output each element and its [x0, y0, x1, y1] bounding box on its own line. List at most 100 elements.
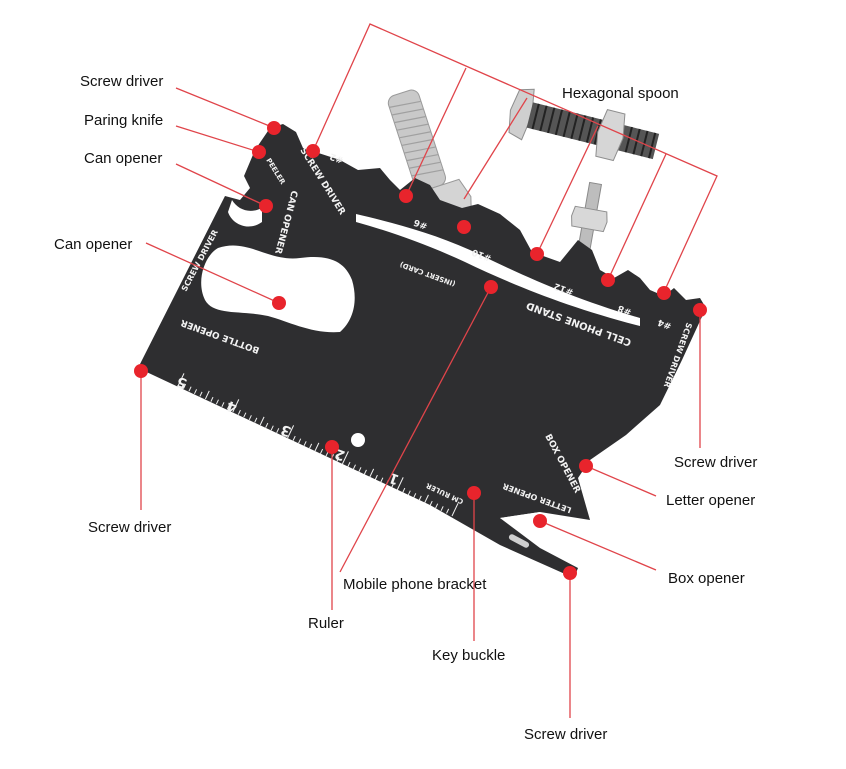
ruler-tick	[177, 373, 185, 387]
dot-wrench-12[interactable]	[530, 247, 544, 261]
leader-hex-12	[536, 125, 599, 255]
dot-mobile-phone-bracket[interactable]	[484, 280, 498, 294]
ruler-tick	[232, 399, 240, 413]
ruler-tick	[320, 448, 324, 454]
dot-ruler[interactable]	[325, 440, 339, 454]
ruler-tick	[237, 409, 241, 415]
ruler-tick	[424, 494, 429, 504]
leader-hex-outer	[312, 23, 718, 293]
wrench-size-8: #8	[617, 302, 633, 316]
ruler-tick	[298, 438, 302, 444]
ruler-tick	[243, 412, 247, 418]
label-screw-driver-right: Screw driver	[674, 454, 758, 471]
leader-screw-driver-top	[175, 87, 273, 128]
label-can-opener-left: Can opener	[54, 236, 133, 253]
ruler-tick	[451, 503, 459, 517]
ruler-tick	[413, 493, 417, 499]
ruler-tick	[363, 469, 367, 475]
dot-screw-driver-bottom[interactable]	[563, 566, 577, 580]
ruler-tick	[446, 508, 450, 514]
label-ruler: Ruler	[308, 615, 344, 632]
leader-hex-10	[463, 97, 528, 200]
ruler-tick	[402, 487, 406, 493]
ruler-tick	[352, 464, 356, 470]
bolt-shaft	[387, 89, 446, 192]
dot-wrench-4[interactable]	[657, 286, 671, 300]
label-mobile-phone-bracket: Mobile phone bracket	[343, 576, 487, 593]
leader-box-opener	[539, 520, 657, 571]
ruler-hole	[351, 433, 365, 447]
leader-lines	[140, 23, 718, 718]
ruler-tick	[210, 396, 214, 402]
dot-paring-knife[interactable]	[252, 145, 266, 159]
ruler-tick	[183, 383, 187, 389]
leader-hex-8	[607, 153, 667, 281]
ruler-tick	[380, 477, 384, 483]
ruler-tick	[221, 402, 225, 408]
letter-opener-slot	[500, 512, 540, 522]
leader-hex-6	[405, 67, 467, 197]
label-can-opener-top: Can opener	[84, 150, 163, 167]
wrench-size-4: #4	[657, 316, 673, 330]
wrench-size-6: #6	[413, 216, 429, 230]
dot-wrench-6[interactable]	[399, 189, 413, 203]
ruler-tick	[193, 389, 198, 395]
ruler-tick	[281, 430, 285, 436]
dot-screw-driver-left[interactable]	[134, 364, 148, 378]
ruler-tick	[314, 442, 320, 452]
dot-letter-opener[interactable]	[579, 459, 593, 473]
leader-mobile-phone-bracket	[339, 286, 492, 573]
ruler-tick	[248, 415, 252, 421]
dot-can-opener-top[interactable]	[259, 199, 273, 213]
dot-wrench-10[interactable]	[457, 220, 471, 234]
bottle-opener-cutout	[201, 245, 355, 333]
ruler-tick	[303, 441, 307, 447]
wrench-size-2: #2	[329, 150, 345, 164]
ruler-tick	[440, 506, 444, 512]
dot-screw-driver-right[interactable]	[693, 303, 707, 317]
dot-screw-driver-top[interactable]	[267, 121, 281, 135]
dot-wrench-2[interactable]	[306, 144, 320, 158]
ruler-tick	[418, 495, 422, 501]
leader-can-opener-top	[175, 163, 267, 207]
ruler-tick	[429, 500, 433, 506]
leader-paring-knife	[175, 125, 260, 153]
callout-dots	[134, 121, 707, 580]
ruler-tick	[188, 386, 192, 392]
leader-can-opener-left	[145, 242, 280, 304]
ruler-tick	[407, 490, 411, 496]
ruler-tick	[265, 422, 269, 428]
ruler-tick	[276, 428, 280, 434]
ruler-tick	[287, 425, 295, 439]
dot-can-opener-left[interactable]	[272, 296, 286, 310]
ruler-tick	[369, 468, 375, 478]
label-screw-driver-top: Screw driver	[80, 73, 164, 90]
sim-slot	[508, 534, 530, 548]
ruler-tick	[270, 425, 274, 431]
ruler-tick	[435, 503, 439, 509]
label-hexagonal-spoon: Hexagonal spoon	[562, 85, 679, 102]
card-body	[138, 124, 706, 578]
multitool-card: SCREW DRIVER PEELER CAN OPENER SCREW DRI…	[138, 124, 706, 578]
ruler-tick	[204, 390, 210, 400]
ruler-tick	[336, 456, 340, 462]
ruler-tick	[292, 435, 296, 441]
label-screw-driver-bottom: Screw driver	[524, 726, 608, 743]
label-box-opener: Box opener	[668, 570, 745, 587]
ruler-tick	[391, 482, 395, 488]
ruler-tick	[226, 404, 230, 410]
ruler-tick	[254, 417, 258, 423]
phone-stand-slot	[356, 214, 640, 326]
dot-box-opener[interactable]	[533, 514, 547, 528]
label-key-buckle: Key buckle	[432, 647, 506, 664]
dot-wrench-8[interactable]	[601, 273, 615, 287]
label-screw-driver-left: Screw driver	[88, 519, 172, 536]
ruler-tick	[215, 399, 219, 405]
ruler-tick	[259, 416, 265, 426]
can-opener-notch	[228, 200, 262, 227]
dot-key-buckle[interactable]	[467, 486, 481, 500]
ruler-tick	[199, 391, 203, 397]
label-paring-knife: Paring knife	[84, 112, 164, 129]
